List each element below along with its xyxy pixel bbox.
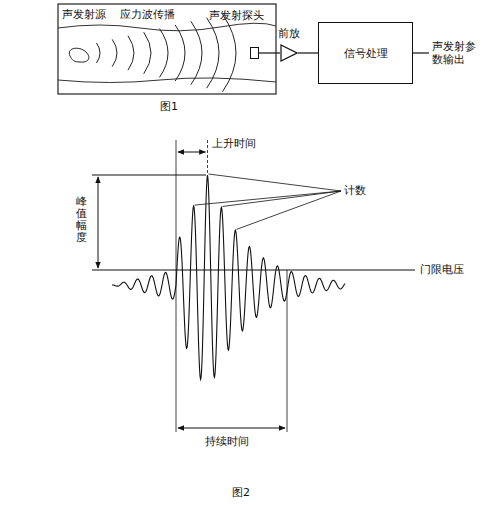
amplifier-triangle xyxy=(281,45,297,61)
figure-caption: 图1 xyxy=(160,100,178,113)
start-marker xyxy=(176,140,177,432)
peak-amplitude-arrow xyxy=(98,177,99,268)
end-marker xyxy=(287,270,288,432)
wave-arc xyxy=(222,14,236,92)
figure-caption: 图2 xyxy=(232,486,250,499)
waveform xyxy=(112,175,345,379)
duration-arrow xyxy=(178,428,285,429)
process-box: 信号处理 xyxy=(318,22,413,84)
rise-time-arrow xyxy=(178,152,206,153)
amplifier-symbol xyxy=(280,44,298,62)
threshold-label: 门限电压 xyxy=(420,263,464,276)
count-leaders xyxy=(195,174,342,229)
part-label: 声发射探头 xyxy=(209,8,264,23)
source-label: 声发射源 xyxy=(62,8,106,21)
stress-waves xyxy=(97,14,237,92)
specimen-outline xyxy=(58,4,276,94)
preamplifier: 前放 xyxy=(280,44,298,62)
duration-label: 持续时间 xyxy=(205,435,249,448)
rise-time-label: 上升时间 xyxy=(212,137,256,150)
wave-label: 应力波传播 xyxy=(120,8,175,21)
output-line xyxy=(413,52,429,53)
leader-line xyxy=(195,191,342,205)
source-flaw xyxy=(69,48,89,62)
box-label: 信号处理 xyxy=(344,46,388,61)
output-label: 声发射参数输出 xyxy=(432,40,484,66)
part-label: 前放 xyxy=(278,26,300,41)
wave-arc xyxy=(191,21,202,84)
wave-arc xyxy=(144,32,151,74)
sensor-probe: 声发射探头 xyxy=(250,47,259,59)
signal-wire xyxy=(298,52,318,53)
signal-wire xyxy=(259,52,280,53)
wave-arc xyxy=(207,18,219,88)
wave-arc xyxy=(128,36,134,70)
wave-arc xyxy=(159,29,168,78)
leader-line xyxy=(209,174,342,191)
specimen-wall xyxy=(58,78,276,83)
threshold-line xyxy=(92,270,415,271)
peak-marker xyxy=(207,140,208,176)
leader-line xyxy=(237,191,342,229)
wave-arc xyxy=(97,43,101,63)
wave-arc xyxy=(112,39,117,66)
specimen-wall xyxy=(58,23,276,31)
leader-line xyxy=(223,191,342,206)
wave-arc xyxy=(175,25,185,81)
count-label: 计数 xyxy=(344,184,366,197)
peak-amplitude-label: 峰值幅度 xyxy=(76,196,87,244)
peak-level-line xyxy=(92,175,206,176)
